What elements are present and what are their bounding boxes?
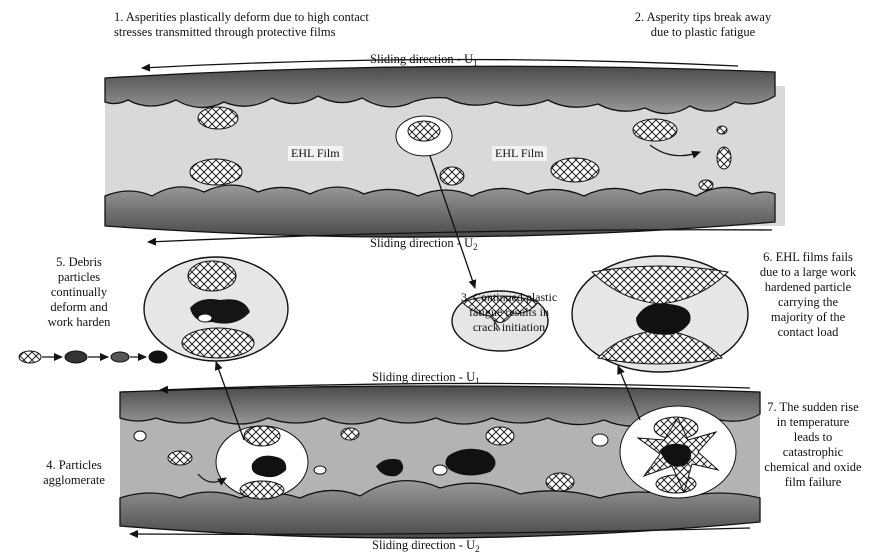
ehl-film-label-right: EHL Film <box>492 146 547 161</box>
work-hardening-sequence <box>19 351 167 363</box>
asperity <box>408 121 440 141</box>
debris-particle <box>134 431 146 441</box>
caption-6: 6. EHL films fails due to a large work h… <box>738 250 878 340</box>
caption-7: 7. The sudden rise in temperature leads … <box>748 400 878 490</box>
asperity <box>656 475 696 493</box>
zoom-circle-6 <box>572 256 748 372</box>
debris-particle <box>314 466 326 474</box>
asperity <box>551 158 599 182</box>
sliding-label-u2-bottom: Sliding direction - U2 <box>372 538 480 557</box>
debris-particle <box>341 428 359 440</box>
debris-particle <box>717 126 727 134</box>
debris-particle <box>168 451 192 465</box>
asperity <box>440 167 464 185</box>
debris-particle <box>433 465 447 475</box>
sliding-label-u1-top: Sliding direction - U1 <box>370 52 478 71</box>
caption-2: 2. Asperity tips break away due to plast… <box>608 10 798 40</box>
asperity <box>546 473 574 491</box>
agglomerate-particle <box>252 456 287 477</box>
asperity <box>198 107 238 129</box>
debris-particle <box>717 147 731 169</box>
ehl-film-label-left: EHL Film <box>288 146 343 161</box>
caption-4: 4. Particles agglomerate <box>24 458 124 488</box>
top-contact <box>105 59 785 242</box>
sliding-label-u2-top: Sliding direction - U2 <box>370 236 478 255</box>
bottom-contact <box>120 383 760 538</box>
asperity <box>190 159 242 185</box>
caption-1: 1. Asperities plastically deform due to … <box>114 10 504 40</box>
sliding-label-u1-bottom: Sliding direction - U1 <box>372 370 480 389</box>
zoom-circle-5 <box>144 257 288 361</box>
asperity <box>240 481 284 499</box>
debris-particle <box>699 180 713 190</box>
caption-5: 5. Debris particles continually deform a… <box>24 255 134 330</box>
caption-3: 3. Continued plastic fatigue results in … <box>444 290 574 335</box>
debris-particle <box>592 434 608 446</box>
asperity <box>244 426 280 446</box>
asperity <box>486 427 514 445</box>
asperity <box>633 119 677 141</box>
